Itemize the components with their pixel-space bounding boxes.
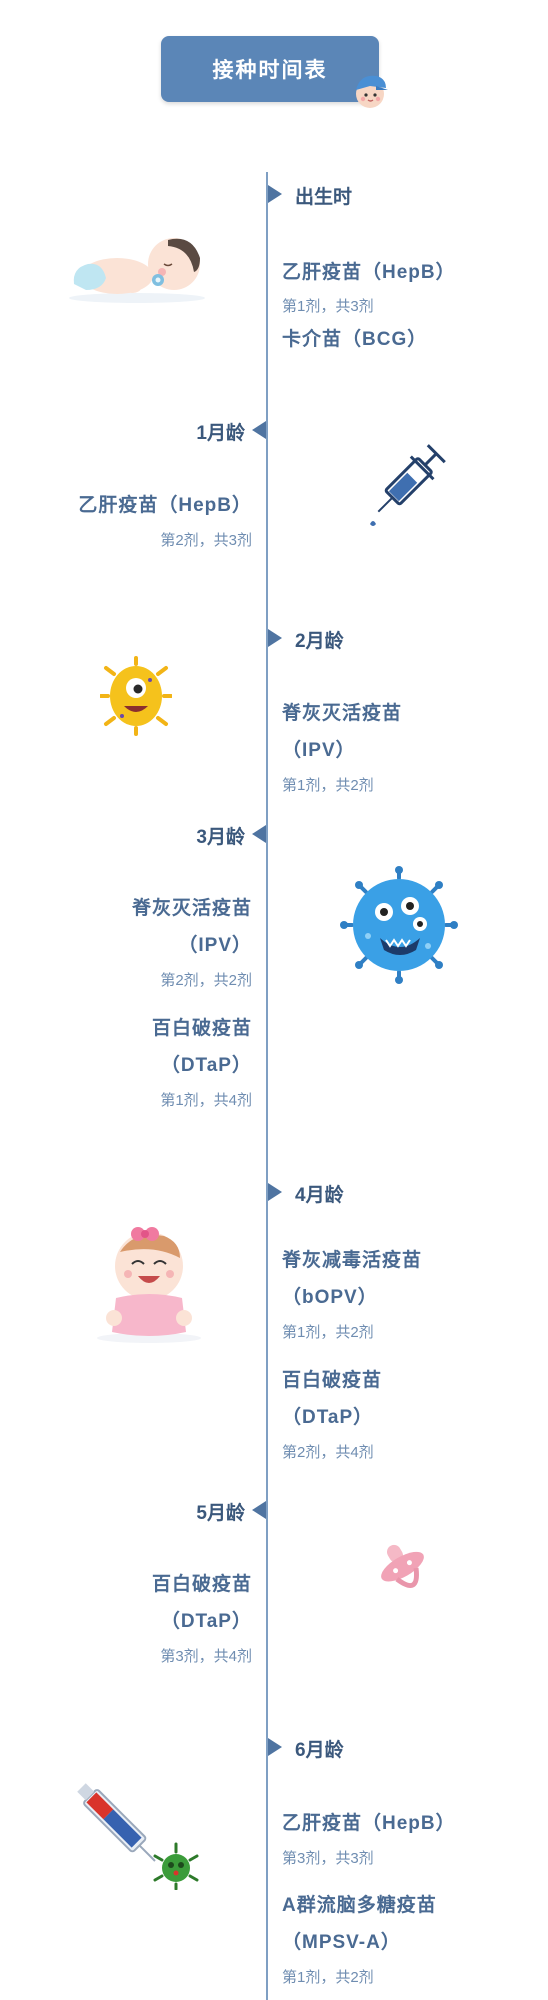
vaccine-code: （DTaP） [160, 1055, 252, 1076]
pacifier-icon [381, 1544, 424, 1588]
vaccine-name: 百白破疫苗 [151, 1018, 252, 1039]
age-label: 5月龄 [196, 1503, 245, 1524]
dose-info: 第3剂，共4剂 [160, 1648, 252, 1665]
vaccine-name: 百白破疫苗 [151, 1574, 252, 1595]
age-label: 4月龄 [295, 1185, 344, 1206]
vaccine-name: 乙肝疫苗（HepB） [282, 1813, 456, 1834]
vaccine-code: （bOPV） [282, 1287, 378, 1308]
yellow-germ-icon [100, 656, 172, 736]
vaccine-code: （DTaP） [282, 1407, 374, 1428]
timeline-marker [268, 185, 282, 203]
dose-info: 第2剂，共3剂 [160, 532, 252, 549]
syringe-with-germ-icon [77, 1783, 199, 1890]
dose-info: 第1剂，共3剂 [282, 298, 374, 315]
timeline-marker [268, 629, 282, 647]
dose-info: 第1剂，共2剂 [282, 1969, 374, 1986]
vaccine-name: 卡介苗（BCG） [282, 329, 428, 350]
dose-info: 第2剂，共4剂 [282, 1444, 374, 1461]
timeline-marker [252, 421, 266, 439]
vaccine-code: （IPV） [178, 935, 252, 956]
timeline-line [266, 172, 268, 2000]
dose-info: 第2剂，共2剂 [160, 972, 252, 989]
timeline-marker [252, 1501, 266, 1519]
vaccine-name: 脊灰减毒活疫苗 [282, 1250, 423, 1271]
timeline-marker [268, 1738, 282, 1756]
syringe-icon [370, 444, 446, 526]
dose-info: 第1剂，共4剂 [160, 1092, 252, 1109]
baby-girl-icon [97, 1227, 201, 1343]
vaccine-name: 乙肝疫苗（HepB） [78, 495, 252, 516]
age-label: 6月龄 [295, 1740, 344, 1761]
age-label: 3月龄 [196, 827, 245, 848]
vaccine-name: 百白破疫苗 [282, 1370, 383, 1391]
age-label: 出生时 [295, 187, 353, 208]
page-title: 接种时间表 [161, 36, 379, 102]
timeline-marker [252, 825, 266, 843]
mascot-icon [356, 75, 388, 108]
vaccine-code: （MPSV-A） [282, 1932, 401, 1953]
age-label: 1月龄 [196, 423, 245, 444]
dose-info: 第1剂，共2剂 [282, 1324, 374, 1341]
vaccine-name: A群流脑多糖疫苗 [282, 1895, 437, 1916]
blue-virus-icon [340, 866, 458, 984]
sleeping-baby-icon [69, 238, 205, 303]
vaccine-name: 脊灰灭活疫苗 [282, 703, 403, 724]
dose-info: 第1剂，共2剂 [282, 777, 374, 794]
vaccine-name: 乙肝疫苗（HepB） [282, 262, 456, 283]
age-label: 2月龄 [295, 631, 344, 652]
dose-info: 第3剂，共3剂 [282, 1850, 374, 1867]
vaccine-code: （DTaP） [160, 1611, 252, 1632]
timeline-marker [268, 1183, 282, 1201]
vaccine-name: 脊灰灭活疫苗 [131, 898, 252, 919]
vaccine-code: （IPV） [282, 740, 356, 761]
